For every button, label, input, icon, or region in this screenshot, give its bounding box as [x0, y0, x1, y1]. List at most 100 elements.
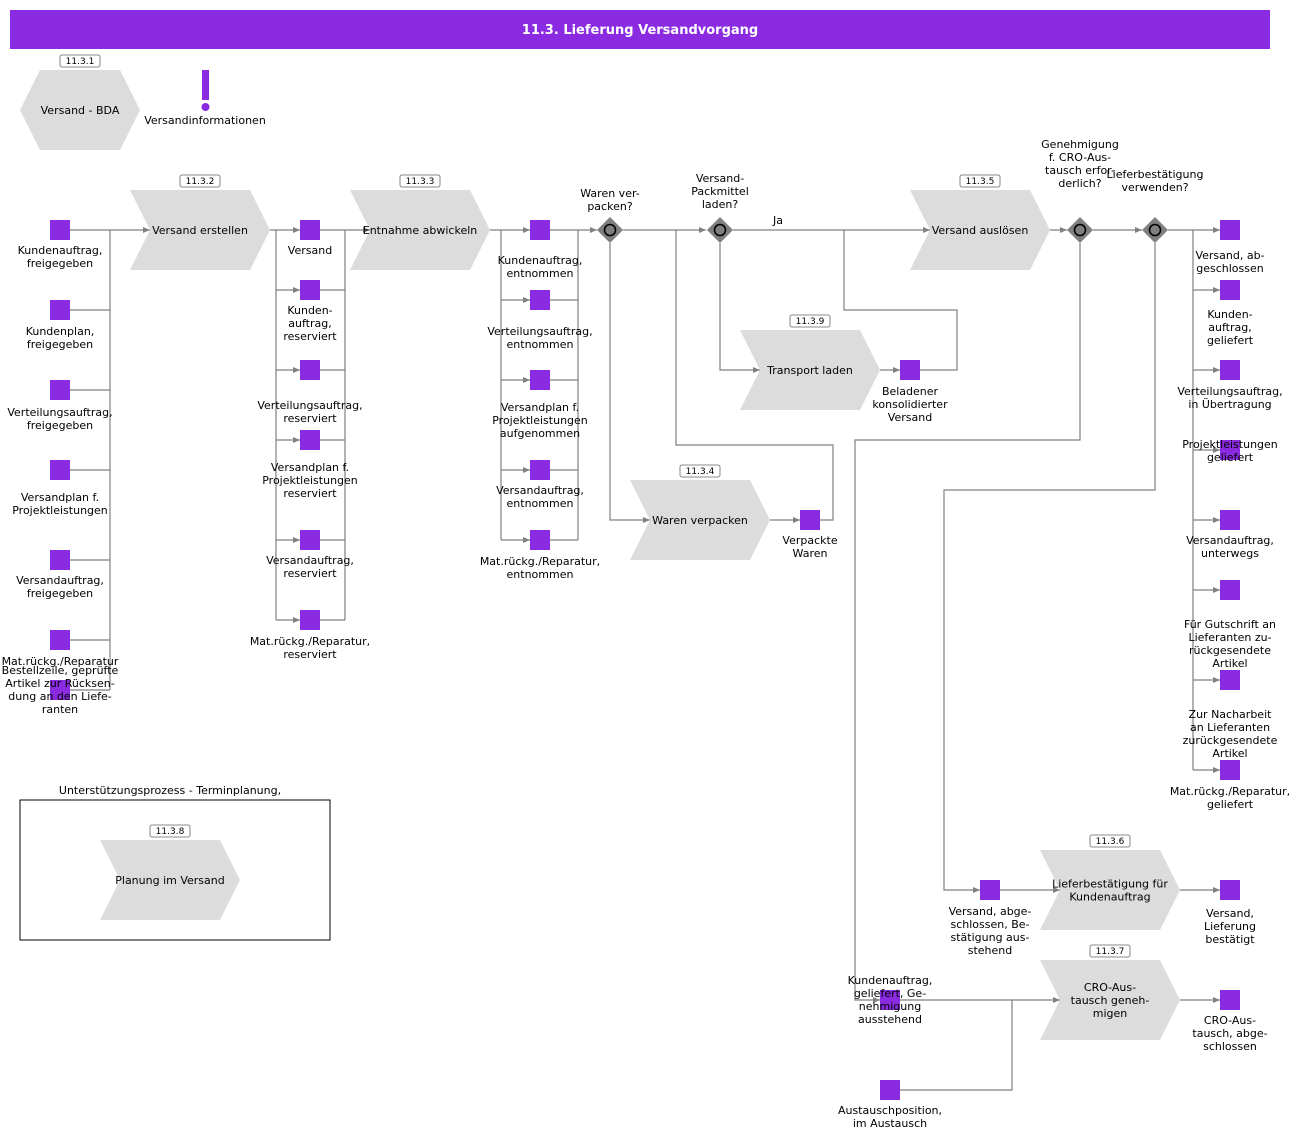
gateway-diamond[interactable]: [597, 217, 623, 243]
event-node[interactable]: [1220, 510, 1240, 530]
event-node[interactable]: [50, 680, 70, 700]
event-square[interactable]: [1220, 220, 1240, 240]
event-node[interactable]: [800, 510, 820, 530]
event-square[interactable]: [1220, 440, 1240, 460]
event-node[interactable]: [300, 610, 320, 630]
event-node[interactable]: [50, 460, 70, 480]
event-square[interactable]: [300, 610, 320, 630]
event-square[interactable]: [50, 550, 70, 570]
event-node[interactable]: [530, 530, 550, 550]
event-square[interactable]: [530, 530, 550, 550]
event-square[interactable]: [1220, 990, 1240, 1010]
event-node[interactable]: [1220, 880, 1240, 900]
event-square[interactable]: [1220, 670, 1240, 690]
gateway-label-line: Lieferbestätigung: [1107, 168, 1204, 181]
process-shape[interactable]: [100, 840, 240, 920]
event-square[interactable]: [530, 220, 550, 240]
event-square[interactable]: [900, 360, 920, 380]
gateway-diamond[interactable]: [1142, 217, 1168, 243]
process-shape[interactable]: [350, 190, 490, 270]
event-node[interactable]: [530, 290, 550, 310]
process-shape[interactable]: [20, 70, 140, 150]
event-node[interactable]: [530, 460, 550, 480]
event-square[interactable]: [50, 220, 70, 240]
process-shape[interactable]: [130, 190, 270, 270]
event-square[interactable]: [50, 460, 70, 480]
event-square[interactable]: [50, 680, 70, 700]
event-square[interactable]: [300, 430, 320, 450]
event-label-line: geliefert: [1207, 798, 1254, 811]
event-node[interactable]: [1220, 440, 1240, 460]
event-node[interactable]: [50, 300, 70, 320]
event-square[interactable]: [300, 360, 320, 380]
event-square[interactable]: [1220, 280, 1240, 300]
decision-gateway[interactable]: Waren ver-packen?: [580, 187, 640, 243]
event-node[interactable]: [880, 1080, 900, 1100]
event-node[interactable]: [1220, 990, 1240, 1010]
event-square[interactable]: [50, 630, 70, 650]
event-node[interactable]: [530, 220, 550, 240]
event-node[interactable]: [50, 550, 70, 570]
event-node[interactable]: [880, 990, 900, 1010]
event-label: Verteilungsauftrag,freigegeben: [7, 406, 112, 432]
process-shape[interactable]: [910, 190, 1050, 270]
event-square[interactable]: [1220, 580, 1240, 600]
event-square[interactable]: [300, 280, 320, 300]
event-node[interactable]: [1220, 670, 1240, 690]
event-square[interactable]: [880, 990, 900, 1010]
process-shape[interactable]: [1040, 850, 1180, 930]
event-node[interactable]: [300, 430, 320, 450]
event-square[interactable]: [530, 290, 550, 310]
event-node[interactable]: [1220, 760, 1240, 780]
process-shape[interactable]: [630, 480, 770, 560]
event-node[interactable]: [1220, 580, 1240, 600]
event-square[interactable]: [50, 380, 70, 400]
event-label-line: Zur Nacharbeit: [1189, 708, 1273, 721]
event-square[interactable]: [980, 880, 1000, 900]
gateway-diamond[interactable]: [707, 217, 733, 243]
event-square[interactable]: [1220, 360, 1240, 380]
event-square[interactable]: [1220, 880, 1240, 900]
event-square[interactable]: [800, 510, 820, 530]
event-node[interactable]: [530, 370, 550, 390]
event-node[interactable]: [300, 280, 320, 300]
event-node[interactable]: [50, 220, 70, 240]
event-node[interactable]: [1220, 360, 1240, 380]
event-node[interactable]: [980, 880, 1000, 900]
event-node[interactable]: [300, 360, 320, 380]
event-node[interactable]: [300, 530, 320, 550]
event-node[interactable]: [300, 220, 320, 240]
event-square[interactable]: [880, 1080, 900, 1100]
event-square[interactable]: [1220, 510, 1240, 530]
process-label-line: migen: [1093, 1007, 1128, 1020]
process-shape[interactable]: [740, 330, 880, 410]
gateway-label-line: f. CRO-Aus-: [1049, 151, 1111, 164]
event-square[interactable]: [530, 460, 550, 480]
event-node[interactable]: [50, 380, 70, 400]
event-square[interactable]: [300, 220, 320, 240]
gateway-diamond[interactable]: [1067, 217, 1093, 243]
event-square[interactable]: [530, 370, 550, 390]
event-node[interactable]: [1220, 220, 1240, 240]
event-square[interactable]: [50, 300, 70, 320]
event-node[interactable]: [50, 630, 70, 650]
event-node[interactable]: [900, 360, 920, 380]
event-node[interactable]: [1220, 280, 1240, 300]
event-square[interactable]: [300, 530, 320, 550]
process-shape[interactable]: [1040, 960, 1180, 1040]
event-square[interactable]: [1220, 760, 1240, 780]
